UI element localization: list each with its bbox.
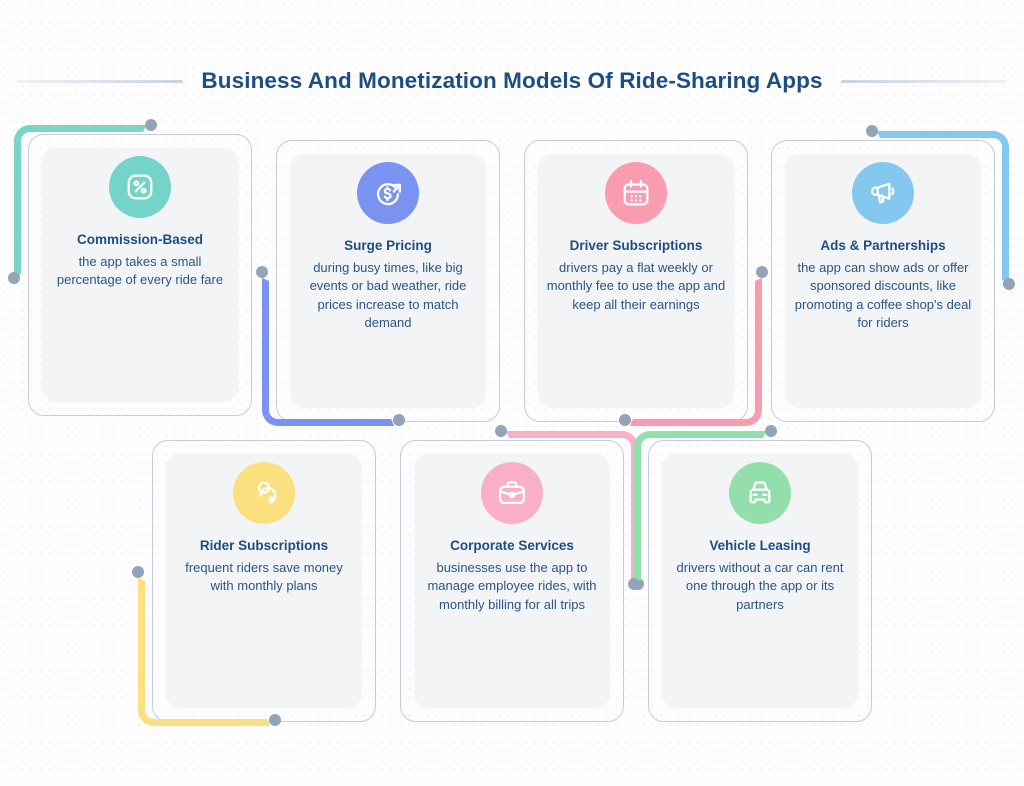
title-rule-left	[17, 79, 184, 83]
connector-dot-right	[756, 266, 768, 278]
dollar-arrow-icon	[357, 162, 419, 224]
card-body: Rider Subscriptions frequent riders save…	[162, 462, 366, 596]
card-description: businesses use the app to manage employe…	[427, 559, 597, 612]
card-surge-pricing[interactable]: Surge Pricing during busy times, like bi…	[256, 140, 500, 426]
connector-dot-left	[256, 266, 268, 278]
card-commission-based[interactable]: Commission-Based the app takes a small p…	[8, 119, 252, 416]
connector-dot-top	[866, 125, 878, 137]
page-title-row: Business And Monetization Models Of Ride…	[0, 60, 1024, 102]
page-title: Business And Monetization Models Of Ride…	[201, 68, 823, 93]
card-frame	[648, 440, 872, 722]
connector-dot-top	[145, 119, 157, 131]
connector-dot-right	[1003, 278, 1015, 290]
connector-dot-top	[765, 425, 777, 437]
connector-dot-left	[132, 566, 144, 578]
card-description: drivers pay a flat weekly or monthly fee…	[546, 259, 726, 312]
connector-dot-bottom	[619, 414, 631, 426]
card-title: Rider Subscriptions	[199, 538, 329, 553]
card-frame	[771, 140, 995, 422]
card-body: Driver Subscriptions drivers pay a flat …	[534, 162, 738, 314]
card-description: the app takes a small percentage of ever…	[56, 253, 224, 288]
card-body: Commission-Based the app takes a small p…	[38, 156, 242, 290]
car-icon	[729, 462, 791, 524]
card-body: Corporate Services businesses use the ap…	[410, 462, 614, 614]
card-corporate-services[interactable]: Corporate Services businesses use the ap…	[400, 425, 644, 722]
card-rider-subscriptions[interactable]: Rider Subscriptions frequent riders save…	[132, 440, 376, 726]
card-body: Surge Pricing during busy times, like bi…	[286, 162, 490, 333]
connector-dot-top	[495, 425, 507, 437]
connector-dot-bottom	[393, 414, 405, 426]
percent-icon	[109, 156, 171, 218]
card-title: Vehicle Leasing	[709, 538, 811, 553]
card-vehicle-leasing[interactable]: Vehicle Leasing drivers without a car ca…	[628, 425, 872, 722]
connector-dot-left	[628, 578, 640, 590]
card-body: Vehicle Leasing drivers without a car ca…	[658, 462, 862, 614]
card-description: frequent riders save money with monthly …	[185, 559, 343, 594]
connector-dot-bottom	[269, 714, 281, 726]
card-frame	[28, 134, 252, 416]
card-title: Surge Pricing	[344, 238, 432, 253]
connector-dot-left	[8, 272, 20, 284]
card-body: Ads & Partnerships the app can show ads …	[781, 162, 985, 333]
title-rule-right	[840, 79, 1007, 83]
card-title: Driver Subscriptions	[569, 238, 703, 253]
card-description: the app can show ads or offer sponsored …	[794, 259, 972, 331]
card-title: Corporate Services	[450, 538, 574, 553]
megaphone-icon	[852, 162, 914, 224]
card-frame	[400, 440, 624, 722]
briefcase-icon	[481, 462, 543, 524]
card-description: drivers without a car can rent one throu…	[676, 559, 844, 612]
card-description: during busy times, like big events or ba…	[309, 259, 467, 331]
card-title: Ads & Partnerships	[820, 238, 946, 253]
card-title: Commission-Based	[76, 232, 204, 247]
user-plus-icon	[233, 462, 295, 524]
card-ads-partnerships[interactable]: Ads & Partnerships the app can show ads …	[771, 125, 1015, 422]
calendar-icon	[605, 162, 667, 224]
card-driver-subscriptions[interactable]: Driver Subscriptions drivers pay a flat …	[524, 140, 768, 426]
